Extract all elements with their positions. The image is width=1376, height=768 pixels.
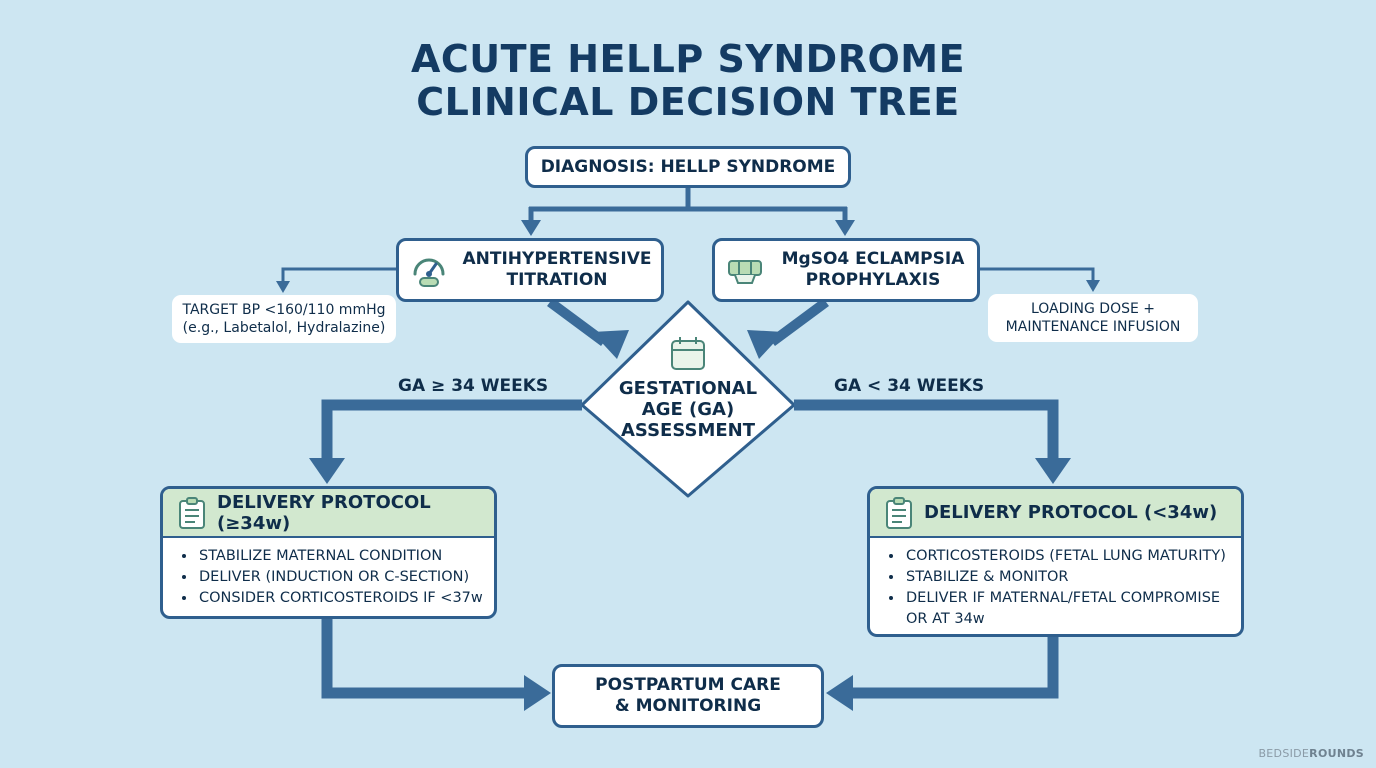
postpartum-line-2: & MONITORING (614, 696, 762, 716)
branch-label-ga-under-34: GA < 34 WEEKS (834, 376, 985, 396)
target-bp-note: TARGET BP <160/110 mmHg (e.g., Labetalol… (172, 295, 396, 343)
diagnosis-label: DIAGNOSIS: HELLP SYNDROME (540, 157, 836, 177)
mgso4-node: MgSO4 ECLAMPSIA PROPHYLAXIS (712, 238, 980, 302)
arrowhead-to-anti (521, 220, 541, 236)
arrowhead-to-target-note (276, 281, 290, 293)
antihypertensive-line-1: ANTIHYPERTENSIVE (462, 249, 652, 269)
arrowhead-to-right-protocol (1035, 458, 1071, 484)
branch-arrows (321, 399, 1059, 460)
protocol-34-plus-title: DELIVERY PROTOCOL (≥34w) (217, 491, 431, 534)
protocol-under-34-title: DELIVERY PROTOCOL (<34w) (924, 502, 1218, 523)
list-item: DELIVER (INDUCTION OR C-SECTION) (197, 567, 484, 588)
ga-assessment-diamond (580, 300, 796, 498)
delivery-protocol-under-34-card: DELIVERY PROTOCOL (<34w) CORTICOSTEROIDS… (867, 486, 1244, 637)
title-line-2: CLINICAL DECISION TREE (416, 80, 960, 124)
diagnosis-split-arrows (528, 188, 848, 222)
arrowhead-left-to-postpartum (524, 675, 551, 711)
arrowhead-anti-to-ga (592, 330, 629, 359)
brand-watermark: BEDSIDEROUNDS (1258, 747, 1364, 760)
clipboard-icon (179, 496, 205, 529)
arrowhead-to-mgso4 (835, 220, 855, 236)
arrowhead-to-loading-note (1086, 280, 1100, 292)
protocol-34-plus-header: DELIVERY PROTOCOL (≥34w) (163, 489, 494, 538)
arrowhead-to-left-protocol (309, 458, 345, 484)
loading-note-line-1: LOADING DOSE + (1030, 301, 1156, 317)
side-note-arrows (281, 267, 1095, 284)
postpartum-line-1: POSTPARTUM CARE (595, 675, 781, 695)
arrowhead-mgso4-to-ga (747, 330, 784, 359)
mgso4-line-2: PROPHYLAXIS (805, 270, 941, 290)
ga-line-1: GESTATIONAL (618, 378, 758, 399)
list-item: CORTICOSTEROIDS (FETAL LUNG MATURITY) (904, 546, 1231, 567)
loading-dose-note: LOADING DOSE + MAINTENANCE INFUSION (988, 294, 1198, 342)
target-note-line-1: TARGET BP <160/110 mmHg (182, 302, 386, 318)
page-title: ACUTE HELLP SYNDROME CLINICAL DECISION T… (0, 38, 1376, 124)
list-item: STABILIZE & MONITOR (904, 567, 1231, 588)
calendar-icon (671, 337, 705, 370)
brand-part-1: BEDSIDE (1258, 747, 1310, 760)
list-item: CONSIDER CORTICOSTEROIDS IF <37w (197, 588, 484, 609)
converging-arrows (547, 297, 829, 347)
protocol-34-plus-list: STABILIZE MATERNAL CONDITION DELIVER (IN… (163, 538, 494, 609)
ga-line-2: AGE (GA) (641, 399, 735, 420)
postpartum-arrows (321, 619, 1059, 699)
postpartum-node: POSTPARTUM CARE & MONITORING (552, 664, 824, 728)
title-line-1: ACUTE HELLP SYNDROME (410, 37, 966, 81)
antihypertensive-line-2: TITRATION (506, 270, 608, 290)
diagnosis-node: DIAGNOSIS: HELLP SYNDROME (525, 146, 851, 188)
loading-note-line-2: MAINTENANCE INFUSION (1005, 319, 1181, 335)
brand-part-2: ROUNDS (1309, 747, 1364, 760)
branch-label-ga-34-plus: GA ≥ 34 WEEKS (398, 376, 549, 396)
ga-assessment-label: GESTATIONAL AGE (GA) ASSESSMENT (600, 378, 776, 441)
gauge-icon (413, 258, 445, 287)
antihypertensive-node: ANTIHYPERTENSIVE TITRATION (396, 238, 664, 302)
arrowhead-right-to-postpartum (826, 675, 853, 711)
list-item: STABILIZE MATERNAL CONDITION (197, 546, 484, 567)
ga-line-3: ASSESSMENT (620, 420, 755, 441)
protocol-under-34-header: DELIVERY PROTOCOL (<34w) (870, 489, 1241, 538)
mgso4-line-1: MgSO4 ECLAMPSIA (781, 249, 965, 269)
delivery-protocol-34-plus-card: DELIVERY PROTOCOL (≥34w) STABILIZE MATER… (160, 486, 497, 619)
clipboard-icon (886, 496, 912, 529)
target-note-line-2: (e.g., Labetalol, Hydralazine) (182, 320, 386, 336)
list-item: DELIVER IF MATERNAL/FETAL COMPROMISE OR … (904, 588, 1231, 630)
protocol-under-34-list: CORTICOSTEROIDS (FETAL LUNG MATURITY) ST… (870, 538, 1241, 630)
pill-icon (728, 260, 762, 284)
